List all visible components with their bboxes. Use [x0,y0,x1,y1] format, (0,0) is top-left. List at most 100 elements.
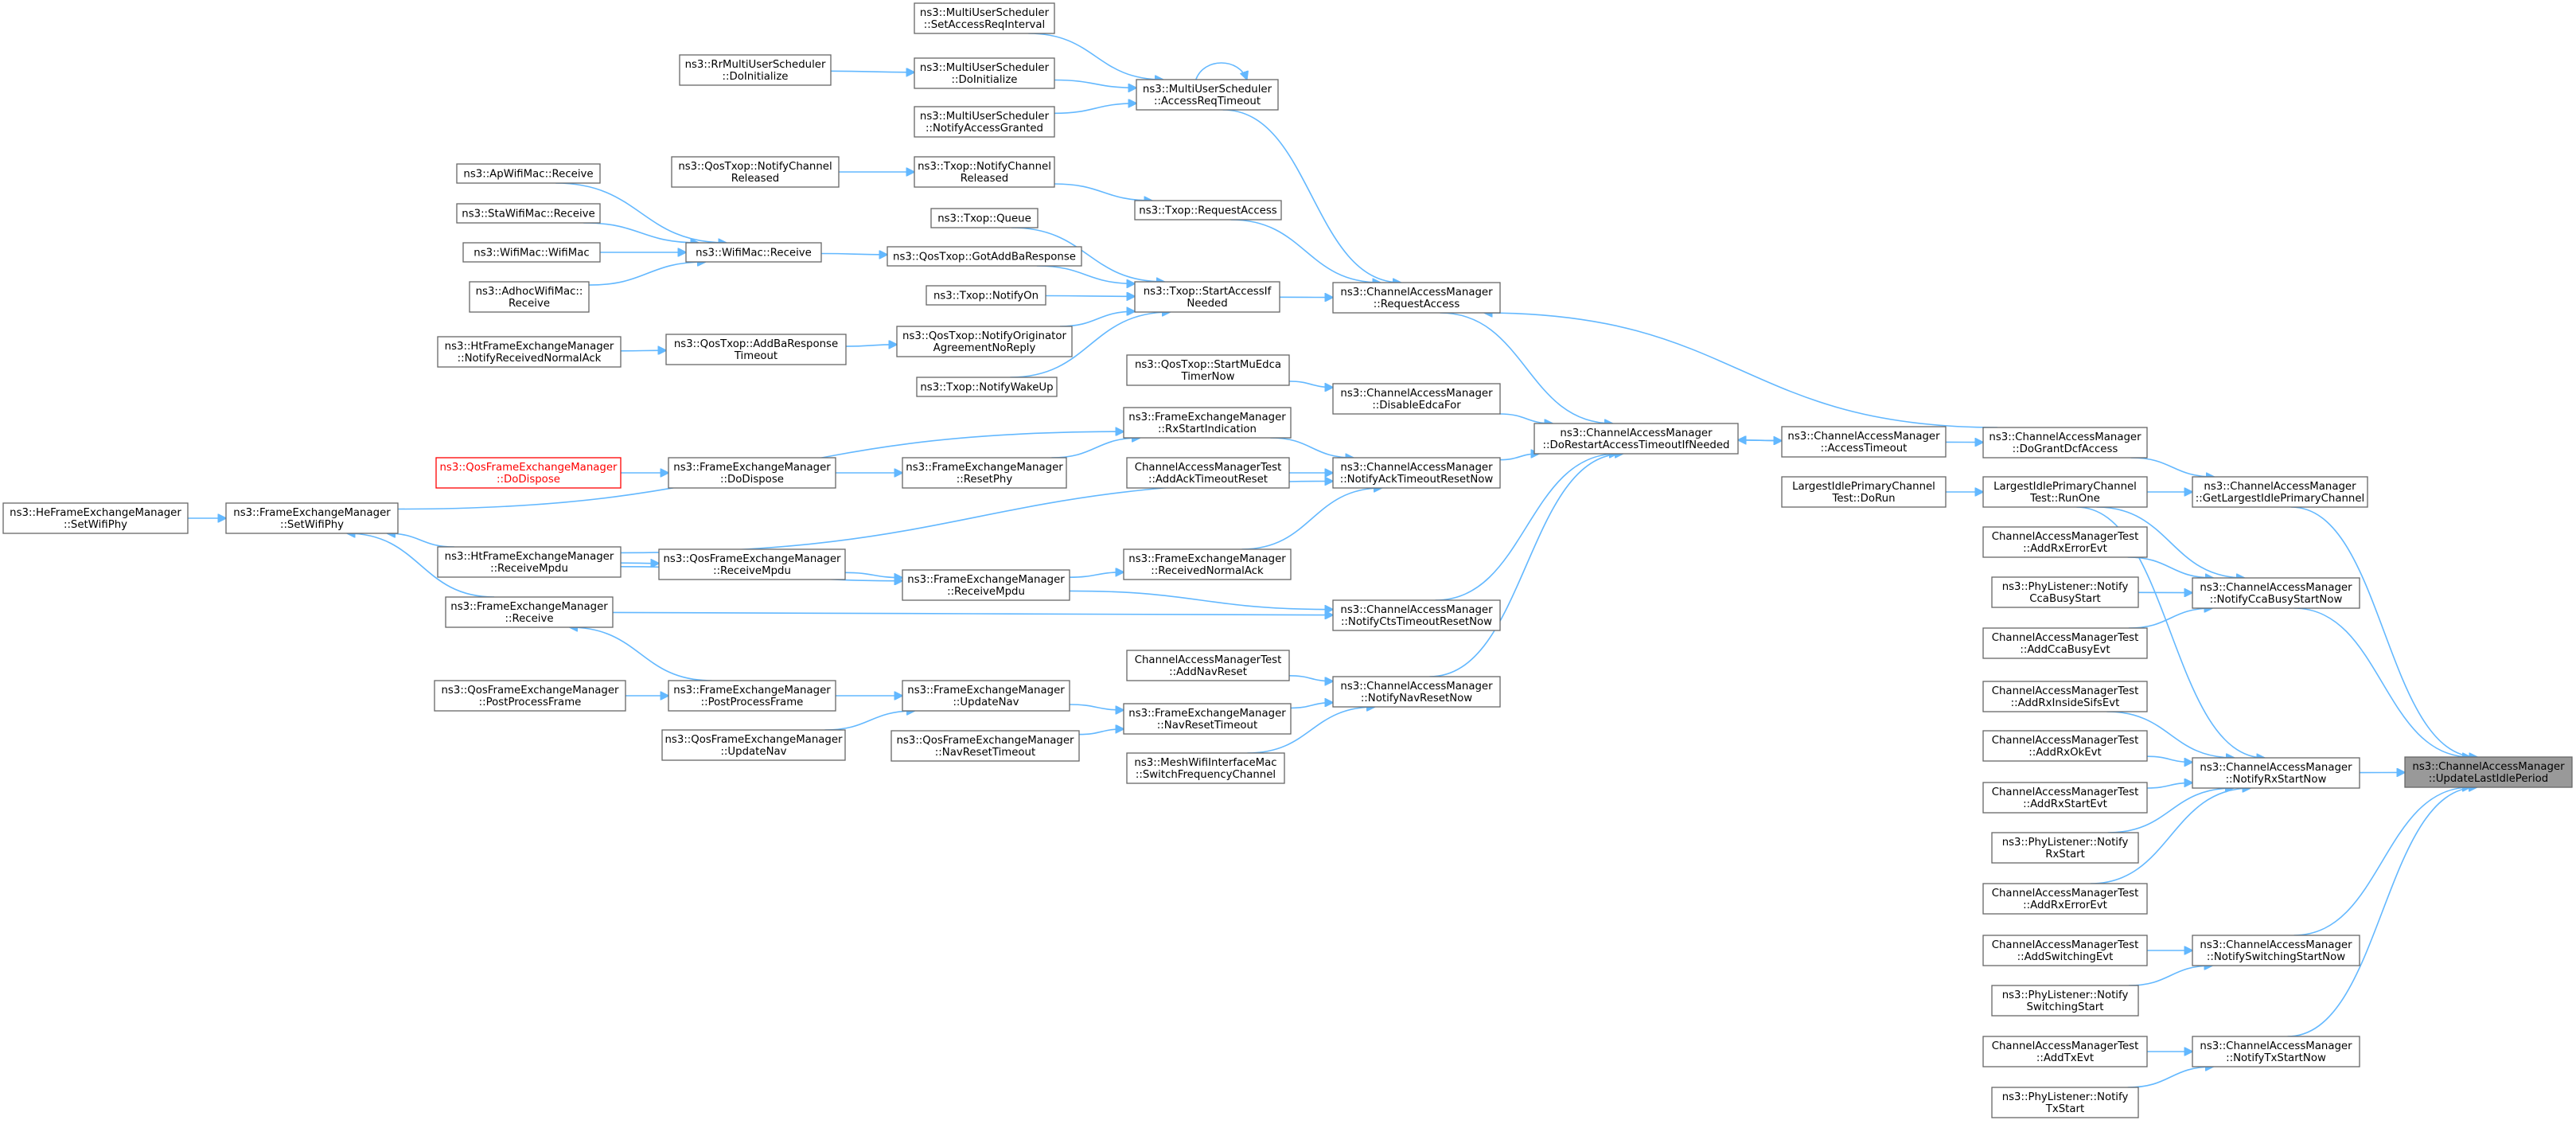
node-ns3-phylistener-notify-switchingstart[interactable]: ns3::PhyListener::NotifySwitchingStart [1991,985,2139,1017]
node-ns3-phylistener-notify-txstart[interactable]: ns3::PhyListener::NotifyTxStart [1991,1087,2139,1118]
node-ns3-qosframeexchangemanager-updatenav[interactable]: ns3::QosFrameExchangeManager::UpdateNav [661,729,846,761]
node-channelaccessmanagertest-addrxerrorevt[interactable]: ChannelAccessManagerTest::AddRxErrorEvt [1982,883,2148,915]
node-box [1134,200,1282,221]
node-ns3-channelaccessmanager-notifyswitchingstartnow[interactable]: ns3::ChannelAccessManager::NotifySwitchi… [2192,935,2360,966]
node-label: SwitchingStart [2026,1001,2103,1013]
node-ns3-channelaccessmanager-dograntdcfaccess[interactable]: ns3::ChannelAccessManager::DoGrantDcfAcc… [1982,427,2148,459]
node-ns3-frameexchangemanager-resetphy[interactable]: ns3::FrameExchangeManager::ResetPhy [902,457,1067,489]
node-ns3-qostxop-notifyoriginator-agreementnoreply[interactable]: ns3::QosTxop::NotifyOriginatorAgreementN… [896,326,1073,357]
node-ns3-txop-notifywakeup[interactable]: ns3::Txop::NotifyWakeUp [916,377,1058,397]
node-ns3-channelaccessmanager-notifynavresetnow[interactable]: ns3::ChannelAccessManager::NotifyNavRese… [1332,676,1501,708]
node-ns3-txop-notifyon[interactable]: ns3::Txop::NotifyOn [926,285,1046,306]
node-ns3-txop-queue[interactable]: ns3::Txop::Queue [930,208,1039,228]
node-label: ns3::ChannelAccessManager [2200,939,2352,951]
node-label: Released [961,173,1008,185]
node-ns3-htframeexchangemanager-receivempdu[interactable]: ns3::HtFrameExchangeManager::ReceiveMpdu [437,546,622,578]
node-channelaccessmanagertest-addccabusyevt[interactable]: ChannelAccessManagerTest::AddCcaBusyEvt [1982,627,2148,659]
node-ns3-rrmultiuserscheduler-doinitialize[interactable]: ns3::RrMultiUserScheduler::DoInitialize [679,54,832,86]
node-ns3-frameexchangemanager-dodispose[interactable]: ns3::FrameExchangeManager::DoDispose [668,457,836,489]
node-ns3-qosframeexchangemanager-postprocessframe[interactable]: ns3::QosFrameExchangeManager::PostProces… [434,680,626,712]
edge-fem_recv-to-ctsreset [612,612,1333,615]
edge-mus_init-to-mus_acc [1054,79,1136,88]
node-ns3-meshwifiinterfacemac-switchfrequencychannel[interactable]: ns3::MeshWifiInterfaceMac::SwitchFrequen… [1126,752,1285,784]
node-box [445,596,614,628]
node-label: ::NotifyCcaBusyStartNow [2210,594,2343,606]
node-box [434,680,626,712]
node-box [1991,576,2139,608]
edge-mus_set-to-mus_acc [1028,33,1163,80]
node-ns3-channelaccessmanager-notifyccabusystartnow[interactable]: ns3::ChannelAccessManager::NotifyCcaBusy… [2192,577,2360,609]
node-box [1982,681,2148,712]
node-label: ns3::FrameExchangeManager [907,574,1065,586]
node-ns3-channelaccessmanager-notifyrxstartnow[interactable]: ns3::ChannelAccessManager::NotifyRxStart… [2192,757,2360,789]
node-ns3-txop-requestaccess[interactable]: ns3::Txop::RequestAccess [1134,200,1282,221]
node-ns3-frameexchangemanager-setwifiphy[interactable]: ns3::FrameExchangeManager::SetWifiPhy [225,502,399,534]
node-ns3-channelaccessmanager-notifytxstartnow[interactable]: ns3::ChannelAccessManager::NotifyTxStart… [2192,1036,2360,1067]
node-ns3-adhocwifimac-receive[interactable]: ns3::AdhocWifiMac::Receive [469,281,590,313]
node-box [1332,676,1501,708]
node-channelaccessmanagertest-addnavreset[interactable]: ChannelAccessManagerTest::AddNavReset [1126,650,1290,681]
node-box [1123,703,1292,735]
node-ns3-channelaccessmanager-notifyctstimeoutresetnow[interactable]: ns3::ChannelAccessManager::NotifyCtsTime… [1332,599,1501,631]
node-ns3-heframeexchangemanager-setwifiphy[interactable]: ns3::HeFrameExchangeManager::SetWifiPhy [2,502,189,534]
node-ns3-frameexchangemanager-postprocessframe[interactable]: ns3::FrameExchangeManager::PostProcessFr… [668,680,836,712]
node-ns3-frameexchangemanager-rxstartindication[interactable]: ns3::FrameExchangeManager::RxStartIndica… [1123,407,1292,439]
edge-qos_orig-to-txop_start [1059,311,1135,327]
node-ns3-qostxop-gotaddbaresponse[interactable]: ns3::QosTxop::GotAddBaResponse [887,246,1082,267]
node-ns3-qosframeexchangemanager-dodispose[interactable]: ns3::QosFrameExchangeManager::DoDispose [435,457,622,489]
node-ns3-htframeexchangemanager-notifyreceivednormalack[interactable]: ns3::HtFrameExchangeManager::NotifyRecei… [437,336,622,368]
node-ns3-apwifimac-receive[interactable]: ns3::ApWifiMac::Receive [456,163,601,184]
node-label: ns3::HtFrameExchangeManager [445,551,614,563]
node-ns3-multiuserscheduler-doinitialize[interactable]: ns3::MultiUserScheduler::DoInitialize [914,57,1055,89]
node-ns3-stawifimac-receive[interactable]: ns3::StaWifiMac::Receive [456,203,601,224]
node-channelaccessmanagertest-addrxstartevt[interactable]: ChannelAccessManagerTest::AddRxStartEvt [1982,782,2148,814]
node-channelaccessmanagertest-addtxevt[interactable]: ChannelAccessManagerTest::AddTxEvt [1982,1036,2148,1067]
edge-ht_rmpdu-to-ackreset [620,482,1333,554]
node-ns3-channelaccessmanager-disableedcafor[interactable]: ns3::ChannelAccessManager::DisableEdcaFo… [1332,383,1501,415]
node-ns3-channelaccessmanager-dorestartaccesstimeoutifneeded[interactable]: ns3::ChannelAccessManager::DoRestartAcce… [1534,423,1739,455]
edge-rr_init-to-mus_init [830,71,914,72]
edge-qfem_navreset-to-fem_navreset [1078,729,1124,736]
node-box [902,680,1070,712]
node-ns3-multiuserscheduler-notifyaccessgranted[interactable]: ns3::MultiUserScheduler::NotifyAccessGra… [914,106,1055,138]
node-channelaccessmanagertest-addacktimeoutreset[interactable]: ChannelAccessManagerTest::AddAckTimeoutR… [1126,457,1290,489]
node-ns3-channelaccessmanager-requestaccess[interactable]: ns3::ChannelAccessManager::RequestAccess [1332,282,1501,314]
node-ns3-qosframeexchangemanager-receivempdu[interactable]: ns3::QosFrameExchangeManager::ReceiveMpd… [658,548,846,580]
node-channelaccessmanagertest-addrxinsidesifsevt[interactable]: ChannelAccessManagerTest::AddRxInsideSif… [1982,681,2148,712]
node-ns3-qosframeexchangemanager-navresettimeout[interactable]: ns3::QosFrameExchangeManager::NavResetTi… [890,730,1080,762]
node-ns3-frameexchangemanager-navresettimeout[interactable]: ns3::FrameExchangeManager::NavResetTimeo… [1123,703,1292,735]
node-ns3-multiuserscheduler-setaccessreqinterval[interactable]: ns3::MultiUserScheduler::SetAccessReqInt… [914,2,1055,34]
node-ns3-wifimac-receive[interactable]: ns3::WifiMac::Receive [685,242,822,263]
node-ns3-phylistener-notify-ccabusystart[interactable]: ns3::PhyListener::NotifyCcaBusyStart [1991,576,2139,608]
node-ns3-phylistener-notify-rxstart[interactable]: ns3::PhyListener::NotifyRxStart [1991,832,2139,864]
node-ns3-wifimac-wifimac[interactable]: ns3::WifiMac::WifiMac [462,242,601,263]
node-box [896,326,1073,357]
node-ns3-channelaccessmanager-notifyacktimeoutresetnow[interactable]: ns3::ChannelAccessManager::NotifyAckTime… [1332,457,1501,489]
node-ns3-channelaccessmanager-updatelastidleperiod[interactable]: ns3::ChannelAccessManager::UpdateLastIdl… [2404,756,2573,788]
node-box [1534,423,1739,455]
node-ns3-frameexchangemanager-receivednormalack[interactable]: ns3::FrameExchangeManager::ReceivedNorma… [1123,548,1292,580]
node-ns3-frameexchangemanager-receive[interactable]: ns3::FrameExchangeManager::Receive [445,596,614,628]
node-channelaccessmanagertest-addrxerrorevt[interactable]: ChannelAccessManagerTest::AddRxErrorEvt [1982,526,2148,558]
node-channelaccessmanagertest-addrxokevt[interactable]: ChannelAccessManagerTest::AddRxOkEvt [1982,730,2148,762]
node-box [916,377,1058,397]
node-ns3-multiuserscheduler-accessreqtimeout[interactable]: ns3::MultiUserScheduler::AccessReqTimeou… [1136,79,1279,111]
node-label: ::NotifyAckTimeoutResetNow [1340,474,1494,486]
node-ns3-channelaccessmanager-getlargestidleprimarychannel[interactable]: ns3::ChannelAccessManager::GetLargestIdl… [2192,476,2368,508]
node-ns3-frameexchangemanager-receivempdu[interactable]: ns3::FrameExchangeManager::ReceiveMpdu [902,569,1070,601]
node-label: ::ResetPhy [957,474,1013,486]
node-box [2,502,189,534]
node-label: ns3::FrameExchangeManager [673,685,831,697]
node-label: Test::RunOne [2029,493,2100,505]
node-label: ChannelAccessManagerTest [1992,1040,2139,1052]
node-channelaccessmanagertest-addswitchingevt[interactable]: ChannelAccessManagerTest::AddSwitchingEv… [1982,935,2148,966]
node-ns3-channelaccessmanager-accesstimeout[interactable]: ns3::ChannelAccessManager::AccessTimeout [1781,426,1947,458]
node-ns3-frameexchangemanager-updatenav[interactable]: ns3::FrameExchangeManager::UpdateNav [902,680,1070,712]
